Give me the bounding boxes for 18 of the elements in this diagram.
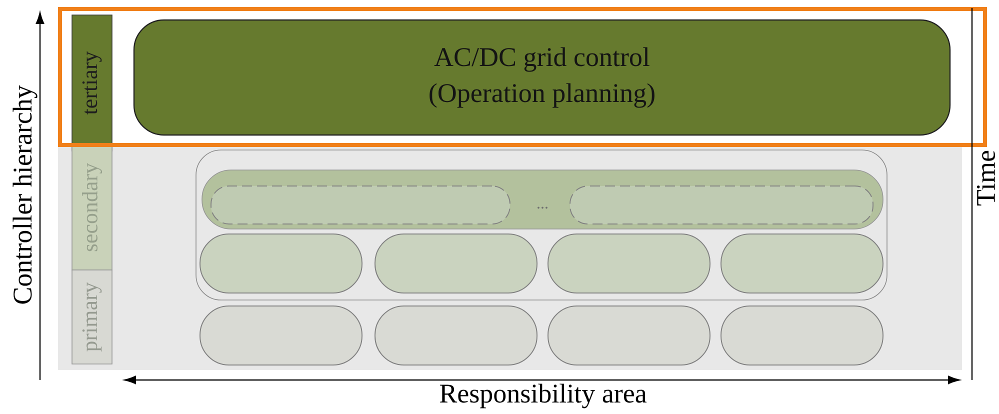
controller-pill bbox=[200, 306, 362, 366]
controller-pill bbox=[720, 306, 884, 366]
controller-pill bbox=[548, 306, 710, 366]
dashed-pill bbox=[210, 186, 510, 224]
controller-pill bbox=[374, 234, 538, 294]
controller-pill bbox=[374, 306, 538, 366]
axis-label: Responsibility area bbox=[440, 384, 647, 408]
axis-label: Controller hierarchy bbox=[12, 85, 38, 304]
highlight-frame bbox=[58, 7, 987, 147]
axis-label: Time bbox=[976, 150, 996, 206]
level-box: tertiary bbox=[72, 14, 112, 152]
control-box: AC/DC grid control (Operation planning) bbox=[133, 19, 951, 136]
controller-pill bbox=[548, 234, 710, 294]
controller-pill bbox=[200, 234, 362, 294]
dashed-pill bbox=[570, 186, 874, 224]
group-box bbox=[196, 150, 888, 300]
level-box: primary bbox=[72, 270, 112, 364]
controller-pill bbox=[720, 234, 884, 294]
